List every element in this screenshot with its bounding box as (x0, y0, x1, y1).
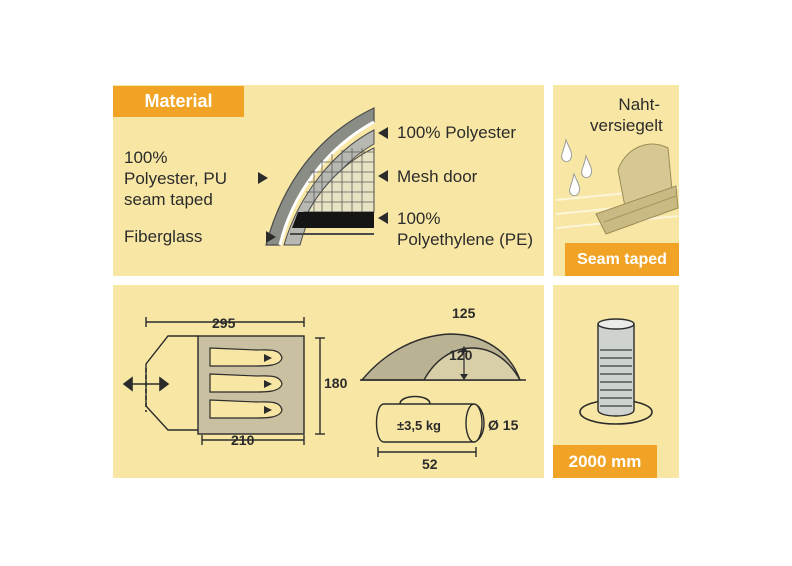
water-column-illustration (579, 318, 653, 425)
material-cross-section-illustration (265, 107, 375, 246)
pack-length-label: 52 (422, 456, 438, 472)
tent-length-label: 125 (452, 305, 476, 321)
pointer-right-icon (266, 231, 276, 243)
dimensions-panel (113, 285, 544, 478)
pack-diameter-label: Ø 15 (488, 417, 519, 433)
fly-material-label: 100% Polyester, PU seam taped (124, 148, 227, 209)
floor-length-label: 295 (212, 315, 236, 331)
seam-caption-german: Naht- versiegelt (590, 95, 663, 135)
pointer-left-icon (378, 127, 388, 139)
pack-bag-illustration (375, 395, 485, 457)
seam-tape-illustration (555, 138, 679, 235)
pole-material-label: Fiberglass (124, 227, 203, 246)
floor-plan-illustration (122, 317, 325, 445)
water-column-tag: 2000 mm (553, 445, 657, 478)
pack-weight-label: ±3,5 kg (397, 418, 441, 433)
material-header: Material (113, 86, 244, 117)
pointer-right-icon (258, 172, 268, 184)
inner-material-label: 100% Polyester (397, 123, 517, 142)
pointer-left-icon (378, 212, 388, 224)
floor-width-label: 180 (324, 375, 348, 391)
mesh-material-label: Mesh door (397, 167, 478, 186)
pointer-left-icon (378, 170, 388, 182)
seam-taped-tag: Seam taped (565, 243, 679, 276)
inner-length-label: 210 (231, 432, 255, 448)
floor-material-label: 100% Polyethylene (PE) (397, 209, 534, 249)
tent-height-label: 120 (449, 347, 473, 363)
tent-profile-illustration (360, 333, 526, 381)
